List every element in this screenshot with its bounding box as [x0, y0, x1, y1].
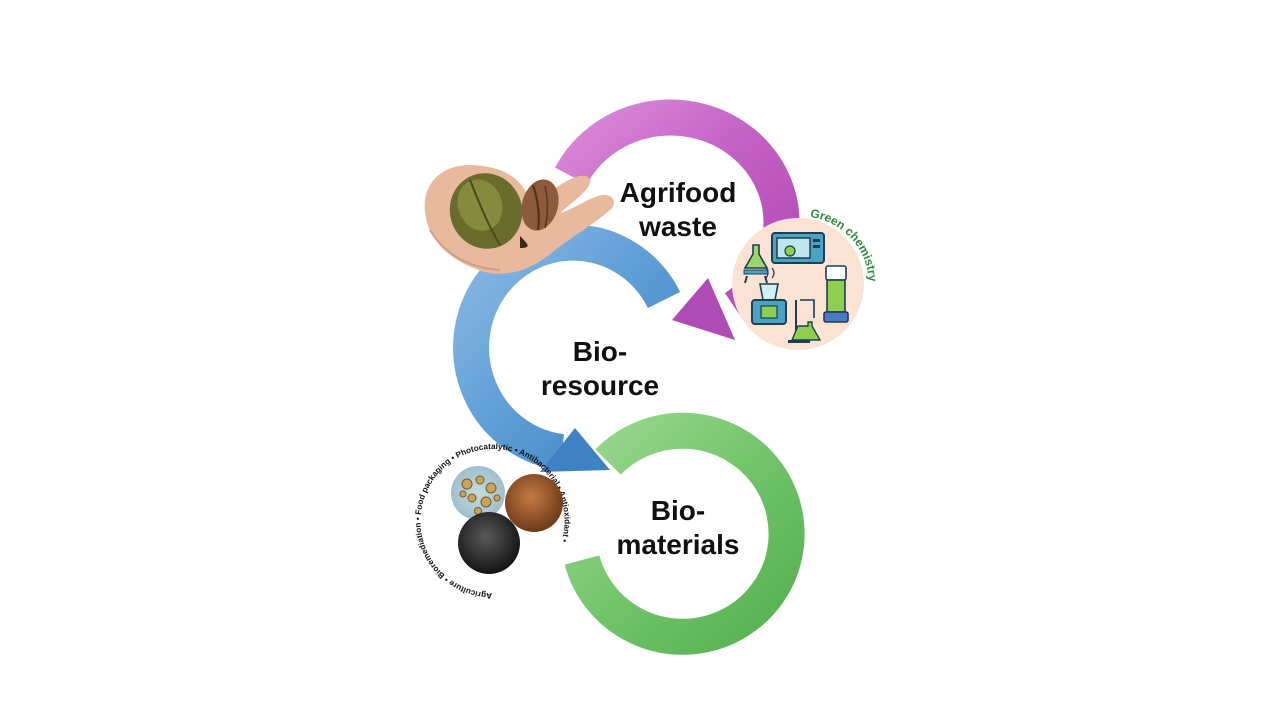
- biomaterials-label: Bio- materials: [598, 494, 758, 562]
- agrifood-line2: waste: [598, 210, 758, 244]
- column-reactor-icon: [824, 266, 848, 322]
- biomaterials-line1: Bio-: [598, 494, 758, 528]
- bioresource-line1: Bio-: [520, 335, 680, 369]
- agrifood-line1: Agrifood: [598, 176, 758, 210]
- micrograph-dark-icon: [458, 512, 520, 574]
- bioresource-line2: resource: [520, 369, 680, 403]
- agrifood-waste-label: Agrifood waste: [598, 176, 758, 244]
- micrograph-spheres-icon: [451, 466, 505, 520]
- microwave-icon: [772, 233, 824, 263]
- micrograph-brown-icon: [505, 474, 563, 532]
- biomaterials-line2: materials: [598, 528, 758, 562]
- bioresource-label: Bio- resource: [520, 335, 680, 403]
